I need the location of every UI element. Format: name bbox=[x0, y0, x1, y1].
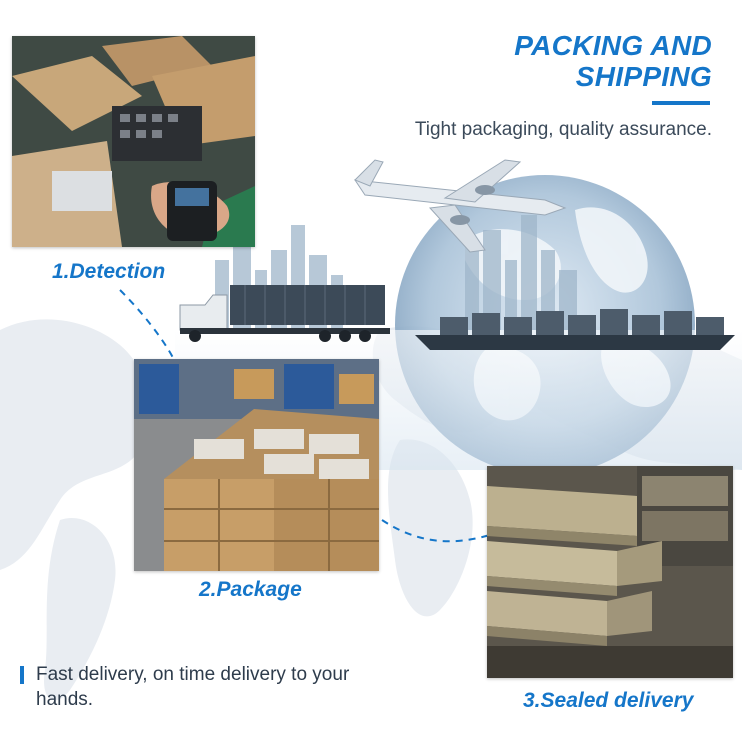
detection-photo bbox=[12, 36, 255, 247]
footer-note: Fast delivery, on time delivery to your … bbox=[20, 662, 366, 712]
step-label-package: 2.Package bbox=[199, 578, 302, 601]
page-title: PACKING AND SHIPPING bbox=[514, 30, 712, 92]
accent-bar bbox=[20, 666, 24, 684]
truck bbox=[179, 285, 390, 342]
title-underline bbox=[652, 101, 710, 105]
step-label-detection: 1.Detection bbox=[52, 260, 166, 283]
airplane bbox=[353, 159, 567, 253]
footer-text: Fast delivery, on time delivery to your … bbox=[36, 664, 350, 710]
title-line-2: SHIPPING bbox=[575, 61, 712, 92]
step-label-sealed-delivery: 3.Sealed delivery bbox=[523, 689, 694, 712]
sealed-delivery-photo bbox=[487, 466, 733, 678]
subtitle: Tight packaging, quality assurance. bbox=[414, 119, 712, 140]
package-photo bbox=[134, 359, 379, 571]
cargo-ship bbox=[415, 309, 735, 350]
title-line-1: PACKING AND bbox=[514, 30, 712, 61]
